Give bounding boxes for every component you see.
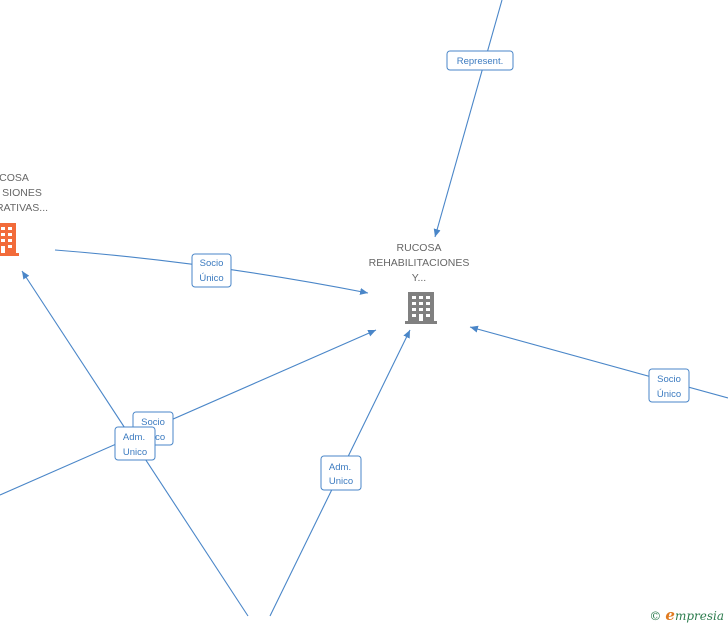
node-left-label-line-2: SIONES [2,187,42,199]
empresia-watermark: ©empresia [649,606,724,624]
copyright-icon: © [649,609,662,623]
edge-label-socio-left[interactable]: Socio Único [191,253,232,288]
edge-label-socio-right-line-1: Socio [657,374,681,385]
empresia-logo-text: mpresia [674,609,724,623]
node-left-company[interactable]: COSA SIONES RATIVAS... [0,172,48,256]
edges [0,0,728,617]
edge-label-adm-mid-line-2: Unico [123,447,147,458]
edge-label-adm-bottom[interactable]: Adm. Unico [320,455,362,491]
node-left-label-line-3: RATIVAS... [0,202,48,214]
edge-label-socio-mid-line-1: Socio [141,417,165,428]
edge-label-adm-bottom-line-1: Adm. [329,462,351,473]
node-main-label-line-1: RUCOSA [397,242,442,254]
edge-label-socio-right-line-2: Único [657,389,681,400]
edge-label-represent[interactable]: Represent. [446,50,514,71]
edge-label-socio-left-line-1: Socio [200,258,224,269]
edge-label-adm-bottom-line-2: Unico [329,476,353,487]
edge-label-adm-mid[interactable]: Adm. Unico [114,426,156,461]
edge-represent[interactable] [433,0,503,238]
node-main-company[interactable]: RUCOSA REHABILITACIONES Y... [369,242,470,324]
building-icon [405,292,437,324]
edge-label-represent-text: Represent. [457,56,503,67]
empresia-logo-initial: e [665,606,675,624]
node-main-label-line-3: Y... [412,272,426,284]
edge-label-socio-left-line-2: Único [199,273,223,284]
node-main-label-line-2: REHABILITACIONES [369,257,470,269]
edge-label-socio-right[interactable]: Socio Único [648,368,690,403]
edge-socio-mid[interactable] [0,329,377,496]
building-icon [0,223,19,256]
node-left-label-line-1: COSA [0,172,29,184]
edge-label-adm-mid-line-1: Adm. [123,432,145,443]
